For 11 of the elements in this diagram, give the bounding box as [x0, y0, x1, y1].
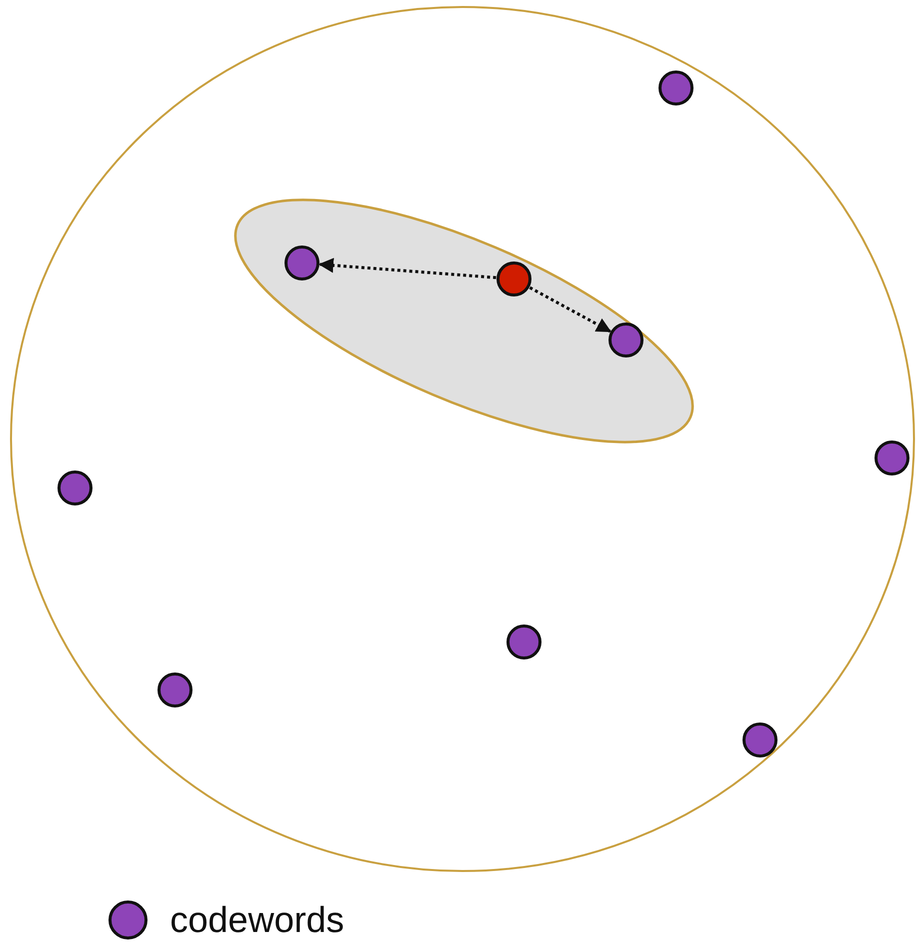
- dotted-arrow: [318, 258, 496, 280]
- boundary-circle: [10, 6, 915, 872]
- legend-label: codewords: [170, 900, 344, 940]
- codeword-dot: [157, 672, 193, 708]
- codeword-dot: [742, 722, 778, 758]
- codeword-dot: [658, 70, 694, 106]
- codeword-dot: [506, 624, 542, 660]
- codeword-dot: [608, 322, 644, 358]
- codeword-dot: [874, 440, 910, 476]
- codeword-dot: [57, 470, 93, 506]
- dotted-arrow: [529, 286, 612, 333]
